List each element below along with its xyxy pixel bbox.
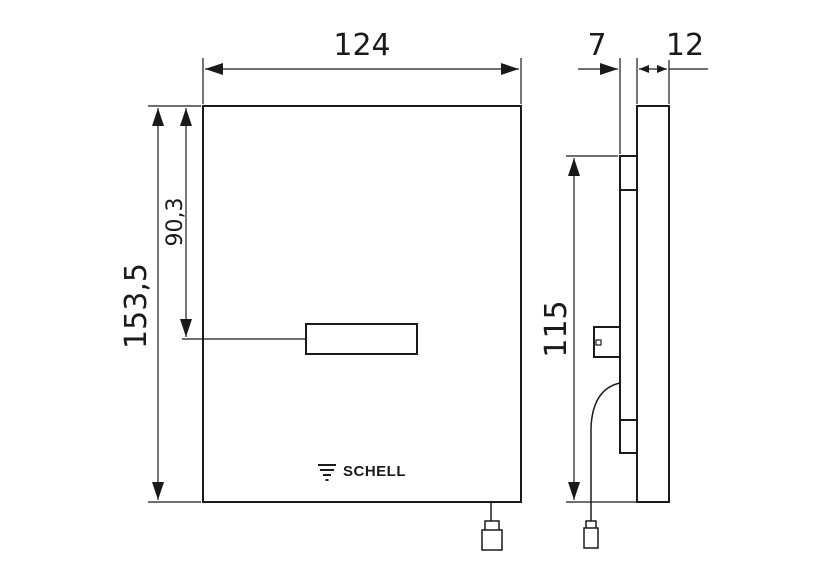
dimension-depths xyxy=(578,58,708,154)
side-height-label: 115 xyxy=(539,300,574,357)
sensor-window xyxy=(305,323,418,355)
depth-back-label: 12 xyxy=(666,28,704,63)
front-plate xyxy=(202,105,522,503)
dimension-total-height xyxy=(148,105,201,503)
schell-wave-logo-icon xyxy=(318,464,336,481)
cable-plug-front xyxy=(481,502,503,551)
cable-plug-side xyxy=(583,382,621,549)
depth-front-label: 7 xyxy=(587,28,606,63)
side-housing xyxy=(619,155,638,454)
sensor-offset-label: 90,3 xyxy=(163,198,188,247)
dimension-side-height xyxy=(566,155,636,503)
side-view xyxy=(593,105,670,503)
dimension-width xyxy=(202,58,522,104)
width-label: 124 xyxy=(333,28,390,63)
front-view: SCHELL xyxy=(202,105,522,551)
brand-name: SCHELL xyxy=(343,463,406,480)
side-connector xyxy=(593,326,621,358)
dimension-sensor-offset xyxy=(180,108,306,340)
total-height-label: 153,5 xyxy=(119,263,154,349)
side-cover xyxy=(636,105,670,503)
